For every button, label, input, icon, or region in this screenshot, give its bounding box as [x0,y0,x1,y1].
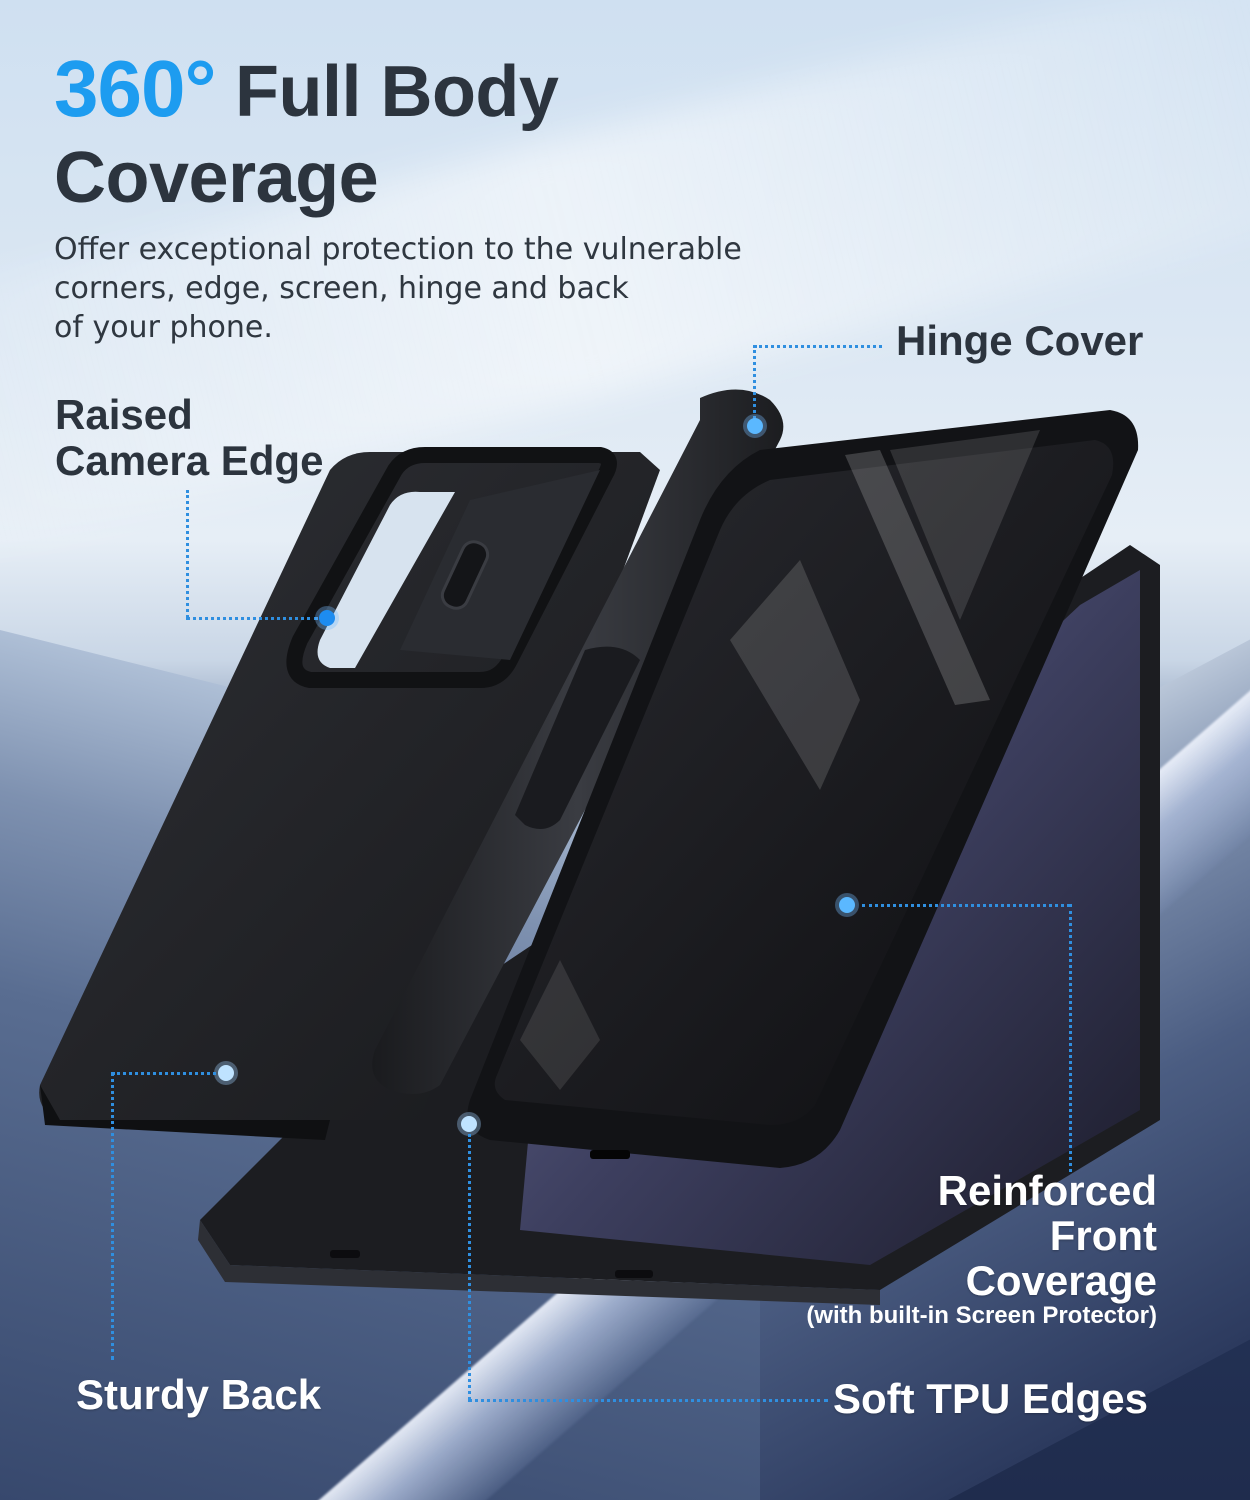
dot-marker-icon [319,610,335,626]
headline-line-1-text: Full Body [234,52,559,132]
headline-accent: 360° [54,44,216,133]
callout-reinforced-front-coverage: Reinforced Front Coverage [938,1168,1157,1303]
headline-line-2: Coverage [54,138,379,218]
callout-line-hinge [754,345,882,348]
description-line: Offer exceptional protection to the vuln… [54,232,742,267]
callout-line-text: Coverage [965,1257,1157,1304]
callout-line-text: Reinforced [937,1167,1157,1214]
headline: 360° Full Body Coverage [54,46,754,221]
callout-line-text: Camera Edge [55,437,324,484]
callout-line-hinge [753,345,756,425]
callout-line-back [111,1072,114,1360]
feature-description: Offer exceptional protection to the vuln… [54,230,834,347]
callout-line-back [112,1072,216,1075]
description-line: of your phone. [54,310,273,345]
callout-line-tpu [468,1134,471,1400]
callout-soft-tpu-edges: Soft TPU Edges [833,1375,1149,1422]
headline-line-1: 360° Full Body [54,46,754,135]
callout-line-tpu [468,1399,828,1402]
dot-marker-icon [747,418,763,434]
back-case [39,447,660,1140]
description-line: corners, edge, screen, hinge and back [54,271,629,306]
callout-line-front [1069,904,1072,1172]
hinge-cover-part [372,389,784,1094]
callout-line-camera [186,617,318,620]
callout-line-front [862,904,1070,907]
callout-line-text: Front [1049,1212,1157,1259]
dot-marker-icon [839,897,855,913]
callout-screen-protector-note: (with built-in Screen Protector) [806,1302,1157,1329]
callout-hinge-cover: Hinge Cover [896,317,1144,364]
callout-sturdy-back: Sturdy Back [76,1371,322,1418]
dot-marker-icon [461,1116,477,1132]
callout-raised-camera-edge: Raised Camera Edge [55,392,323,484]
front-case [467,410,1139,1168]
callout-line-camera [186,490,189,618]
callout-line-text: Raised [55,391,193,438]
dot-marker-icon [218,1065,234,1081]
